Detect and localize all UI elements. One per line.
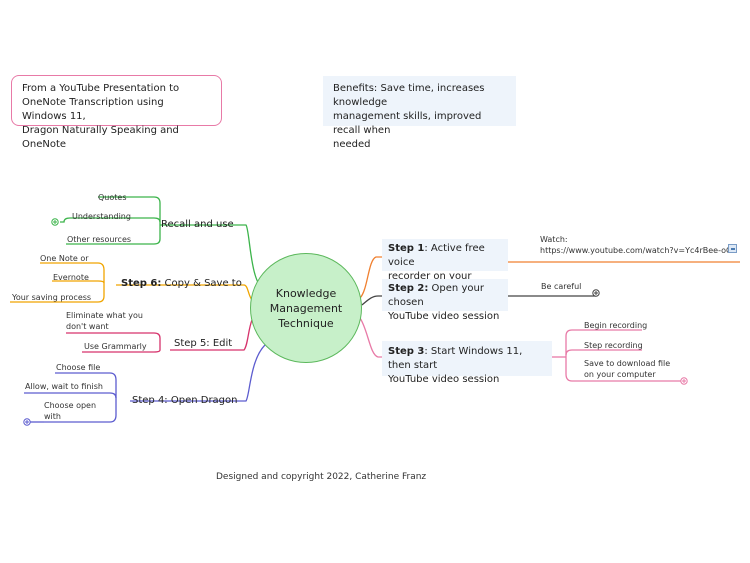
subtopic-save-download[interactable]: Save to download file on your computer	[584, 358, 670, 380]
subtopic-evernote[interactable]: Evernote	[53, 273, 89, 282]
topic-step-4[interactable]: Step 4: Open Dragon	[132, 395, 238, 406]
benefits-line-1: Benefits: Save time, increases knowledge	[333, 83, 485, 108]
save-download-line-1: Save to download file	[584, 359, 671, 368]
subtopic-step-recording[interactable]: Step recording	[584, 341, 643, 350]
step-3-label-line-1: : Start Windows 11, then start	[388, 346, 523, 371]
subtopic-watch-link[interactable]: Watch: https://www.youtube.com/watch?v=Y…	[540, 234, 737, 256]
topic-step-5[interactable]: Step 5: Edit	[174, 338, 233, 349]
title-line-3: Dragon Naturally Speaking and OneNote	[22, 125, 179, 150]
subtopic-other-resources[interactable]: Other resources	[67, 235, 132, 244]
connector-step3	[359, 317, 384, 358]
step-2-bold-label: Step 2:	[388, 283, 429, 294]
subtopic-understanding[interactable]: Understanding	[72, 212, 131, 221]
youtube-url[interactable]: https://www.youtube.com/watch?v=Yc4rBee-…	[540, 246, 738, 255]
subtopic-eliminate-line-2: don't want	[66, 322, 109, 331]
step-2-label-line-2: YouTube video session	[388, 311, 500, 322]
step-6-label: Copy & Save to	[161, 278, 242, 289]
subtopic-quotes[interactable]: Quotes	[98, 193, 127, 202]
title-line-1: From a YouTube Presentation to	[22, 83, 180, 94]
benefits-line-3: needed	[333, 139, 371, 150]
subtopic-use-grammarly[interactable]: Use Grammarly	[84, 342, 147, 351]
topic-step-1[interactable]: Step 1: Active free voice recorder on yo…	[382, 239, 508, 296]
subtopic-your-saving-process[interactable]: Your saving process	[12, 293, 92, 302]
subtopic-allow-wait[interactable]: Allow, wait to finish	[25, 382, 103, 391]
step-1-label-line-1: : Active free voice	[388, 243, 485, 268]
step-6-bold-label: Step 6:	[121, 278, 162, 289]
subtopic-choose-open-line-2: with	[44, 412, 61, 421]
step-3-label-line-2: YouTube video session	[388, 374, 500, 385]
connector-step2	[361, 295, 384, 306]
topic-recall-and-use[interactable]: Recall and use	[161, 219, 234, 230]
connector-step1	[359, 256, 384, 299]
central-topic[interactable]: Knowledge Management Technique	[250, 253, 362, 363]
save-download-line-2: on your computer	[584, 370, 656, 379]
topic-step-3[interactable]: Step 3: Start Windows 11, then start You…	[382, 341, 552, 385]
central-topic-line-2: Management	[269, 301, 343, 315]
title-note[interactable]: From a YouTube Presentation to OneNote T…	[11, 75, 222, 150]
watch-label: Watch:	[540, 235, 568, 244]
expand-markers	[23, 218, 688, 426]
subtopic-choose-open-with[interactable]: Choose open with	[44, 400, 96, 422]
central-topic-line-3: Technique	[278, 316, 334, 330]
step-1-bold-label: Step 1	[388, 243, 425, 254]
subtopic-eliminate-line-1: Eliminate what you	[66, 311, 143, 320]
central-topic-line-1: Knowledge	[275, 286, 337, 300]
benefits-note[interactable]: Benefits: Save time, increases knowledge…	[323, 76, 516, 150]
subtopic-be-careful[interactable]: Be careful	[541, 282, 582, 291]
title-line-2: OneNote Transcription using Windows 11,	[22, 97, 164, 122]
subtopic-onenote[interactable]: One Note or	[40, 254, 89, 263]
topic-step-6[interactable]: Step 6: Copy & Save to	[121, 277, 242, 290]
topic-step-2[interactable]: Step 2: Open your chosen YouTube video s…	[382, 279, 508, 322]
subtopic-begin-recording[interactable]: Begin recording	[584, 321, 648, 330]
subtopic-choose-open-line-1: Choose open	[44, 401, 97, 410]
connector-step4	[130, 344, 266, 402]
hyperlink-icon[interactable]	[728, 244, 737, 253]
copyright-note: Designed and copyright 2022, Catherine F…	[216, 472, 427, 482]
benefits-line-2: management skills, improved recall when	[333, 111, 482, 136]
subtopic-eliminate[interactable]: Eliminate what you don't want	[66, 310, 143, 332]
connector-step5	[170, 319, 253, 351]
step-3-bold-label: Step 3	[388, 346, 425, 357]
subtopic-choose-file[interactable]: Choose file	[56, 363, 101, 372]
step-2-label-line-1: Open your chosen	[388, 283, 484, 308]
